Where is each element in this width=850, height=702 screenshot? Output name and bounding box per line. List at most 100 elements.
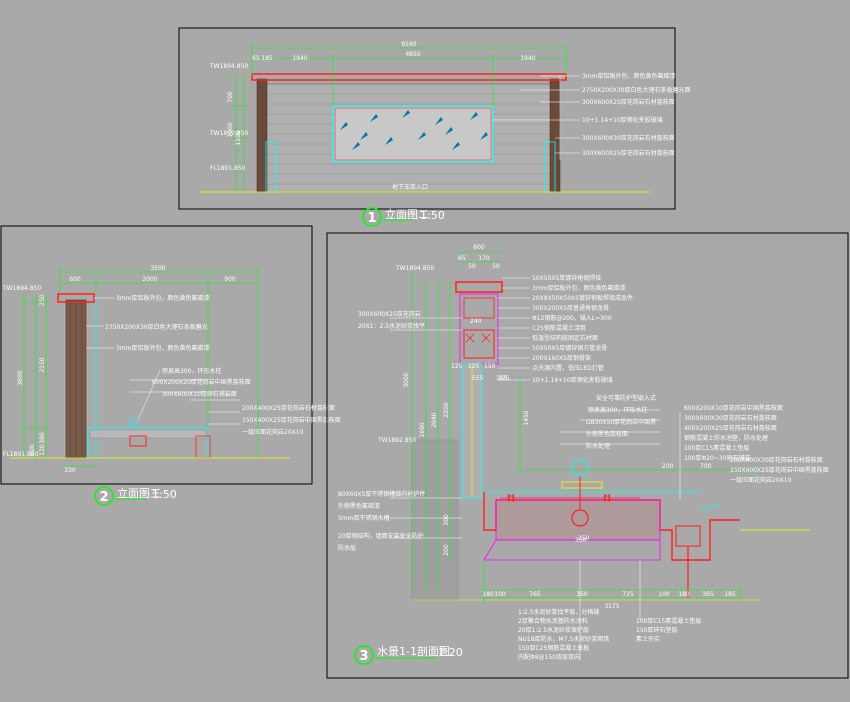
drawing1-number: 1 bbox=[367, 211, 376, 226]
drawing2-dimensions bbox=[20, 268, 259, 467]
drawing2-callout-1: 2750X200X30厚白色大理石条板磨光 bbox=[105, 323, 208, 331]
drawing3-bottom-dim-6: 180 bbox=[678, 591, 690, 598]
drawing3-callout-top-5: C25钢筋混凝土浇筑 bbox=[532, 324, 586, 332]
drawing2-vdim-5: 600 bbox=[29, 444, 36, 456]
drawing3-top-dim-3: 170 bbox=[478, 255, 490, 262]
drawing1-left-column bbox=[256, 78, 268, 193]
drawing2-callout-6: 200X400X25厚花岗岩石材荔枝面 bbox=[242, 404, 335, 412]
drawing2-callout-7: 150X400X25厚花岗岩中国黑荔枝面 bbox=[242, 416, 341, 424]
drawing3-pump bbox=[571, 509, 589, 527]
drawing3-callout-top-0: 50X50X5厚镀锌角钢焊接 bbox=[532, 274, 601, 282]
drawing3-top-dim-1: 65 bbox=[458, 255, 466, 262]
drawing1-small-dim-1: 185 bbox=[261, 55, 273, 62]
drawing3-callout-bottom-4: 150厚C25钢筋混凝土底板 bbox=[518, 644, 589, 652]
drawing3-callout-left-4: 5mm厚不锈钢水槽 bbox=[338, 514, 390, 522]
drawing3-top-dim-4: 50 bbox=[492, 263, 500, 270]
drawing3-mid-dim-9: 175 bbox=[498, 375, 510, 382]
drawing1-glass-panel bbox=[332, 105, 494, 163]
drawing2-number-circle bbox=[94, 486, 114, 506]
drawing1-callout-3: 10+1.14+10厚钢化夹胶玻璃 bbox=[582, 116, 663, 124]
drawing2-callout-0: 3mm厚铝板外包，颜色黄色氟碳漆 bbox=[116, 294, 210, 302]
drawing3-callout-left-3: 外侧黑色氟碳漆 bbox=[338, 502, 380, 510]
drawing3-left-wall bbox=[411, 439, 459, 601]
drawing1-vdim-2: 1900 bbox=[227, 122, 234, 137]
drawing3-mid-dim-7: 700 bbox=[700, 463, 712, 470]
drawing3-callout-top-6: 低温型结构胶固定石材面 bbox=[532, 334, 598, 342]
drawing3-callout-right-7: 150X400X25厚花岗岩中国黑荔枝面 bbox=[730, 466, 829, 474]
drawing3-mid-dim-8: 200 bbox=[662, 463, 674, 470]
drawing3-callout-bottom-1: 2厚聚合物水泥基防水涂料 bbox=[518, 617, 588, 625]
drawing3-callout-left-2: 80X60X5厚不锈钢槽做内衬护件 bbox=[338, 490, 425, 498]
drawing3-mid-dim-5: 185 bbox=[496, 375, 508, 382]
drawing3-vdim-3: 2040 bbox=[431, 412, 438, 427]
drawing3-mid-dim-0: 240 bbox=[470, 318, 482, 325]
drawing1-callout-5: 300X600X25厚花岗岩石材荔枝面 bbox=[582, 149, 675, 157]
drawing2-number: 2 bbox=[99, 490, 108, 505]
drawing3-bottom-dim-3: 350 bbox=[576, 591, 588, 598]
drawing3-vdim-6: 200 bbox=[443, 544, 450, 556]
drawing3-callout-top-8: 200X160X5厚钢骨架 bbox=[532, 354, 591, 362]
drawing3-callout-left-5: 20厚钢结构，墙面安装安全防护 bbox=[338, 532, 424, 540]
drawing3-callout-bottom-6: 100厚C15素混凝土垫层 bbox=[636, 617, 701, 625]
drawing2-frame bbox=[0, 225, 313, 485]
drawing3-bottom-dim-8: 185 bbox=[724, 591, 736, 598]
drawing1-overall-dim: 9160 bbox=[401, 41, 416, 48]
drawing2-dim-top-1: 2000 bbox=[142, 276, 157, 283]
drawing1-vdim-0: 700 bbox=[227, 91, 234, 103]
drawing2-dim-top-0: 600 bbox=[69, 276, 81, 283]
drawing3-bottom-dim-4: 725 bbox=[622, 591, 634, 598]
drawing1-vdim-1: 1100 bbox=[235, 130, 242, 145]
drawing2-scale: 1:50 bbox=[152, 488, 177, 501]
drawing3-callout-bottom-0: 1:2.5水泥砂浆找平层，分格缝 bbox=[518, 608, 599, 616]
drawing3-bottom-dim-7: 365 bbox=[702, 591, 714, 598]
drawing2-callout-2: 3mm厚铝板外包，颜色黄色氟碳漆 bbox=[116, 344, 210, 352]
drawing3-callout-right-0: 600X200X10厚花岗岩中国黑荔枝面 bbox=[684, 404, 783, 412]
drawing3-callout-top-9: 点光源内置，低压LED灯管 bbox=[532, 364, 604, 372]
drawing3-vdim-2: 1690 bbox=[419, 422, 426, 437]
drawing3-top-dim-0: 600 bbox=[473, 244, 485, 251]
drawing1-level-2: FL1891.850 bbox=[210, 165, 246, 172]
drawing3-caption: 水景1-1剖面图 bbox=[377, 644, 450, 658]
drawing3-callout-bottom-3: NU18厚防水，M7.5水泥砂浆砌筑 bbox=[518, 635, 609, 643]
drawing3-cap bbox=[455, 281, 503, 293]
drawing2-vdim-2: 3600 bbox=[17, 370, 24, 385]
drawing3-callout-top-3: 300X200X5厚普通角钢龙骨 bbox=[532, 304, 609, 312]
drawing3-callout-right-4: 100厚C15素混凝土垫层 bbox=[684, 444, 749, 452]
drawing3-callout-left-0: 300X600X25厚花岗岩 bbox=[358, 310, 421, 318]
drawing3-vdim-4: 2200 bbox=[443, 402, 450, 417]
drawing3-bottom-dim-2: 765 bbox=[529, 591, 541, 598]
drawing3-callout-top-4: Φ12钢筋@200，锚入L=300 bbox=[532, 314, 612, 322]
drawing3-bottom-dim-0: 180 bbox=[482, 591, 494, 598]
drawing1-number-circle bbox=[362, 207, 382, 227]
drawing3-callout-top-7: 50X50X5厚镀锌钢方管龙骨 bbox=[532, 344, 607, 352]
drawing3-vdim-1: 1450 bbox=[523, 410, 530, 425]
drawing3-scale: 1:20 bbox=[438, 646, 463, 659]
drawing3-frame bbox=[326, 232, 849, 679]
drawing2-bottom-dim: 330 bbox=[64, 467, 76, 474]
drawing3-level-1: TW1892.850 bbox=[377, 437, 416, 444]
drawing3-callout-right-1: 300X600X30厚花岗岩石材荔枝面 bbox=[684, 414, 777, 422]
drawing1-callout-0: 3mm厚铝板外包，颜色黄色氟碳漆 bbox=[582, 72, 676, 80]
drawing1-callout-2: 300X600X25厚花岗岩石材荔枝面 bbox=[582, 98, 675, 106]
drawing3-dimensions bbox=[411, 251, 760, 602]
drawing1-leaders bbox=[493, 75, 580, 160]
drawing2-level-1: FL1891.850 bbox=[3, 451, 39, 458]
drawing3-mid-dim-3: 150 bbox=[484, 363, 496, 370]
drawing2-callout-5: 300X600X10厚卵石铺装面 bbox=[162, 390, 237, 398]
drawing1-right-dim: 1940 bbox=[520, 55, 535, 62]
drawing1-middle-dim: 4850 bbox=[405, 51, 420, 58]
drawing2-callout-8: 一级压面花岗岩20X10 bbox=[242, 428, 304, 436]
drawing1-level-0: TW1894.850 bbox=[209, 63, 248, 70]
drawing3-leaders bbox=[390, 277, 681, 539]
drawing3-mid-dim-2: 125 bbox=[468, 363, 480, 370]
drawing3-mid-dim-4: 350 bbox=[575, 537, 587, 544]
drawing1-scale: 1:50 bbox=[420, 209, 445, 222]
drawing3-callout-bottom-2: 20厚1:2.5水泥砂浆保护层 bbox=[518, 626, 589, 634]
drawing3-callout-right-8: 一级压面花岗岩20X10 bbox=[730, 476, 792, 484]
drawing2-vdim-3: 380 bbox=[39, 432, 46, 444]
drawing3-callout-top-1: 3mm厚铝板外包，颜色黄色氟碳漆 bbox=[532, 284, 626, 292]
drawing1-level-1: TW1892.850 bbox=[209, 130, 248, 137]
drawing1-left-dim: 1940 bbox=[292, 55, 307, 62]
drawing3-callout-top-10: 10+1.14+10厚钢化夹胶玻璃 bbox=[532, 376, 613, 384]
